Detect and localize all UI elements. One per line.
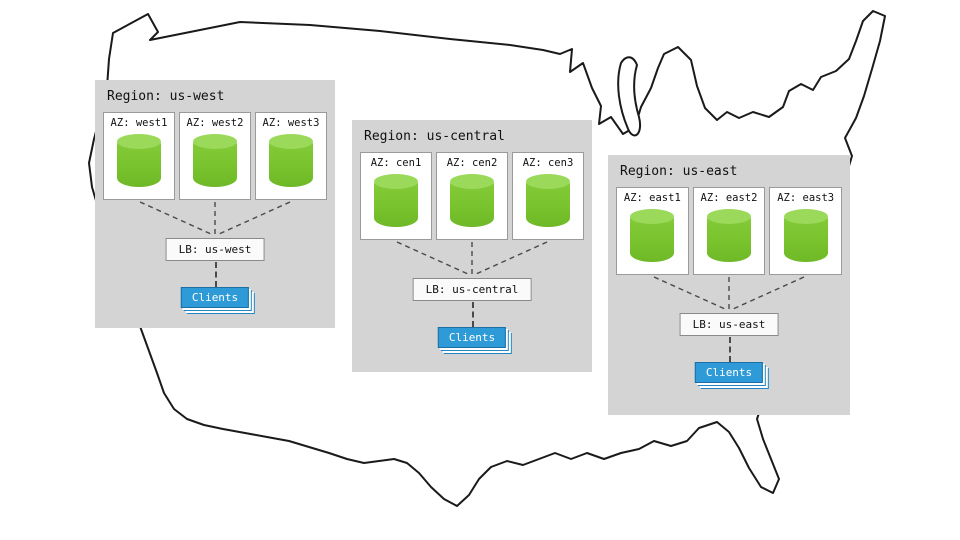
- region-title: Region: us-central: [364, 129, 505, 144]
- az-row: AZ: cen1 AZ: cen2 AZ: cen3: [360, 152, 584, 240]
- connector-line: [653, 276, 726, 310]
- region-box-us-east: Region: us-east AZ: east1 AZ: east2 AZ: …: [608, 155, 850, 415]
- az-box-cen1: AZ: cen1: [360, 152, 432, 240]
- load-balancer-box: LB: us-west: [165, 238, 265, 261]
- az-box-east3: AZ: east3: [769, 187, 843, 275]
- az-label: AZ: cen2: [446, 157, 498, 169]
- connector-line: [732, 276, 805, 310]
- az-label: AZ: cen3: [522, 157, 574, 169]
- region-title: Region: us-east: [620, 164, 738, 179]
- database-cylinder-icon: [783, 209, 828, 262]
- az-label: AZ: east2: [700, 192, 758, 204]
- connector-line: [218, 201, 291, 235]
- database-cylinder-icon: [193, 134, 237, 187]
- load-balancer-box: LB: us-central: [412, 278, 532, 301]
- az-box-cen3: AZ: cen3: [512, 152, 584, 240]
- clients-box: Clients: [694, 362, 764, 383]
- region-box-us-central: Region: us-central AZ: cen1 AZ: cen2 AZ:…: [352, 120, 592, 372]
- load-balancer-box: LB: us-east: [679, 313, 779, 336]
- az-box-east1: AZ: east1: [616, 187, 689, 275]
- az-label: AZ: east1: [623, 192, 681, 204]
- az-label: AZ: east3: [777, 192, 835, 204]
- az-label: AZ: west3: [262, 117, 320, 129]
- database-cylinder-icon: [269, 134, 313, 187]
- az-label: AZ: west2: [186, 117, 244, 129]
- database-cylinder-icon: [374, 174, 418, 227]
- connector-line: [139, 201, 212, 235]
- region-title: Region: us-west: [107, 89, 225, 104]
- lb-to-clients-connector: [729, 337, 731, 362]
- connector-line: [396, 241, 469, 275]
- database-cylinder-icon: [450, 174, 494, 227]
- az-row: AZ: east1 AZ: east2 AZ: east3: [616, 187, 843, 275]
- az-box-west2: AZ: west2: [179, 112, 251, 200]
- database-cylinder-icon: [707, 209, 751, 262]
- az-box-east2: AZ: east2: [692, 187, 766, 275]
- region-box-us-west: Region: us-west AZ: west1 AZ: west2 AZ: …: [95, 80, 335, 328]
- database-cylinder-icon: [630, 209, 675, 262]
- az-label: AZ: cen1: [370, 157, 422, 169]
- az-to-lb-connectors: [653, 276, 805, 310]
- az-box-west1: AZ: west1: [103, 112, 175, 200]
- clients-box: Clients: [437, 327, 507, 348]
- clients-box: Clients: [180, 287, 250, 308]
- database-cylinder-icon: [526, 174, 570, 227]
- az-to-lb-connectors: [139, 201, 291, 235]
- great-lake-shape: [617, 56, 641, 137]
- database-cylinder-icon: [117, 134, 161, 187]
- az-label: AZ: west1: [110, 117, 168, 129]
- lb-to-clients-connector: [215, 262, 217, 287]
- lb-to-clients-connector: [472, 302, 474, 327]
- az-box-cen2: AZ: cen2: [436, 152, 508, 240]
- az-to-lb-connectors: [396, 241, 548, 275]
- connector-line: [475, 241, 548, 275]
- az-row: AZ: west1 AZ: west2 AZ: west3: [103, 112, 327, 200]
- az-box-west3: AZ: west3: [255, 112, 327, 200]
